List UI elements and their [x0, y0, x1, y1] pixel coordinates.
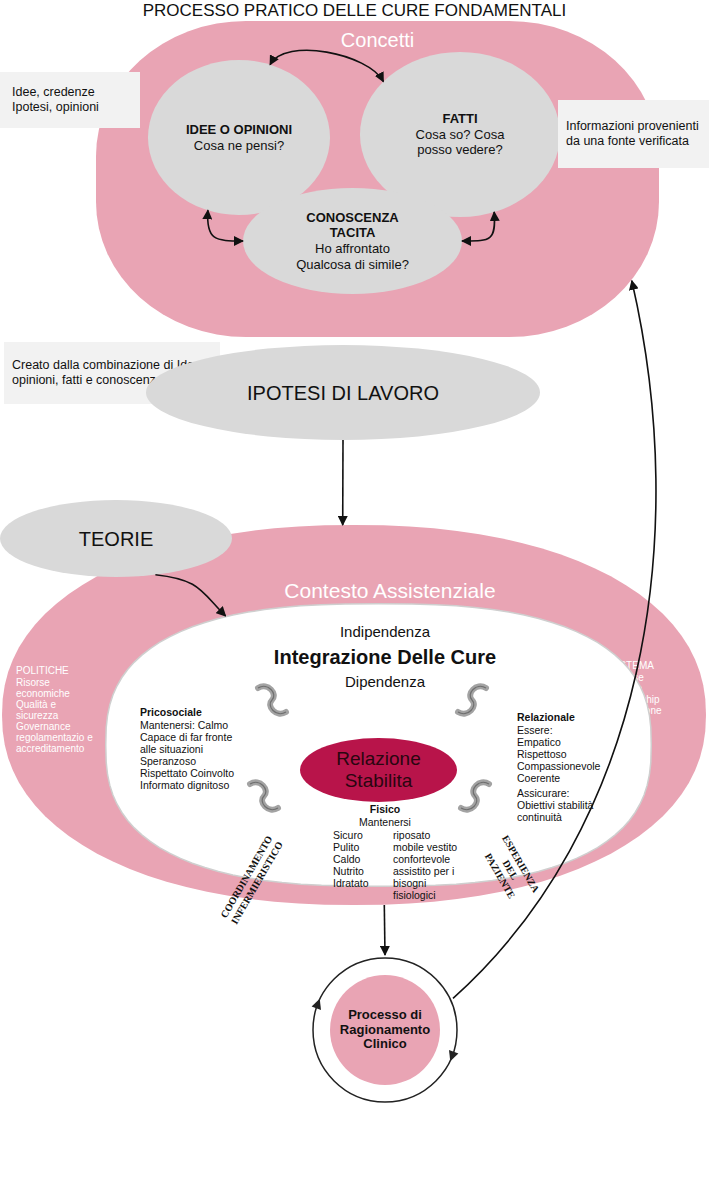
ellipse-fill: [243, 188, 462, 294]
ellipse-fill: [0, 500, 232, 577]
core-ellipse: Relazione Stabilita: [300, 738, 457, 802]
ellipse-fill: [146, 345, 540, 440]
connector-arrow: [155, 575, 225, 616]
node-label: Relazione Stabilita: [319, 748, 439, 792]
node-label: riposato mobile vestito confortevole ass…: [393, 829, 461, 901]
node-label: Essere: Empatico Rispettoso Compassionev…: [517, 724, 597, 784]
node-label: Sicuro Pulito Caldo Nutrito Idratato: [333, 829, 381, 889]
cycle-arrowhead: [312, 999, 321, 1010]
node-label: Cosa so? Cosa posso vedere?: [405, 127, 515, 158]
connector-arrow: [462, 212, 495, 241]
node-label: IDEE O OPINIONI: [186, 122, 292, 138]
cycle-arrowhead: [449, 1050, 458, 1061]
node-label: Informazioni provenienti da una fonte ve…: [566, 119, 708, 149]
reasoning-cycle: Processo di Ragionamento Clinico: [310, 955, 460, 1105]
connector-arrow: [453, 281, 656, 999]
node-label: Cosa ne pensi?: [194, 138, 284, 154]
node-label: Risorse economiche Qualità e sicurezza G…: [16, 677, 100, 754]
node-label: Processo di Ragionamento Clinico: [337, 1008, 433, 1053]
node-label: POLITICHE: [16, 665, 106, 676]
node-label: Concetti: [95, 28, 660, 52]
context-ellipse: Contesto AssistenzialePOLITICHERisorse e…: [2, 525, 706, 905]
note-box: Informazioni provenienti da una fonte ve…: [558, 100, 709, 168]
ellipse-fill: [2, 525, 706, 905]
node-label: Contesto Assistenziale: [180, 578, 600, 603]
concept-ellipse: CONOSCENZA TACITAHo affrontato Qualcosa …: [243, 188, 462, 294]
node-label: Mantenersi: [335, 816, 435, 829]
node-label: Indipendenza: [235, 623, 535, 641]
node-label: CONOSCENZA TACITA: [298, 210, 408, 241]
ellipse-fill: [106, 604, 652, 887]
node-label: FATTI: [442, 111, 477, 127]
box-fill: [0, 72, 140, 128]
concept-blob: [96, 21, 659, 337]
cycle-ring: [313, 958, 457, 1102]
node-label: Pricosociale: [140, 706, 250, 719]
node-label: Relazionale: [517, 711, 627, 724]
hypothesis-ellipse: IPOTESI DI LAVORO: [146, 345, 540, 440]
connector-arrow: [208, 210, 243, 241]
node-label: TEORIE: [79, 527, 153, 551]
node-label: Mantenersi: Calmo Capace di far fronte a…: [140, 719, 240, 791]
process-circle: [330, 975, 440, 1085]
connector-arrow: [383, 905, 385, 955]
node-label: Idee, credenze Ipotesi, opinioni: [12, 85, 128, 115]
theory-ellipse: TEORIE: [0, 500, 232, 577]
integration-ellipse: IndipendenzaIntegrazione Delle CureDipen…: [105, 603, 652, 887]
node-label: Assicurare: Obiettivi stabilità continui…: [517, 787, 597, 823]
node-label: Fisico: [335, 803, 435, 816]
node-label: IPOTESI DI LAVORO: [247, 381, 439, 405]
ellipse-fill: [300, 738, 457, 802]
note-box: Idee, credenze Ipotesi, opinioni: [0, 72, 140, 128]
concept-area: ConcettiIDEE O OPINIONICosa ne pensi? FAT…: [95, 20, 660, 338]
ellipse-fill: [148, 60, 330, 215]
node-label: Ho affrontato Qualcosa di simile?: [293, 241, 413, 272]
node-label: Integrazione Delle Cure: [205, 645, 565, 669]
diagram-title: PROCESSO PRATICO DELLE CURE FONDAMENTALI: [0, 1, 709, 21]
node-label: Dipendenza: [235, 673, 535, 691]
connector-arrow: [270, 50, 383, 81]
connector-arrow: [342, 440, 344, 525]
box-fill: [558, 100, 709, 168]
concept-ellipse: IDEE O OPINIONICosa ne pensi?: [148, 60, 330, 215]
